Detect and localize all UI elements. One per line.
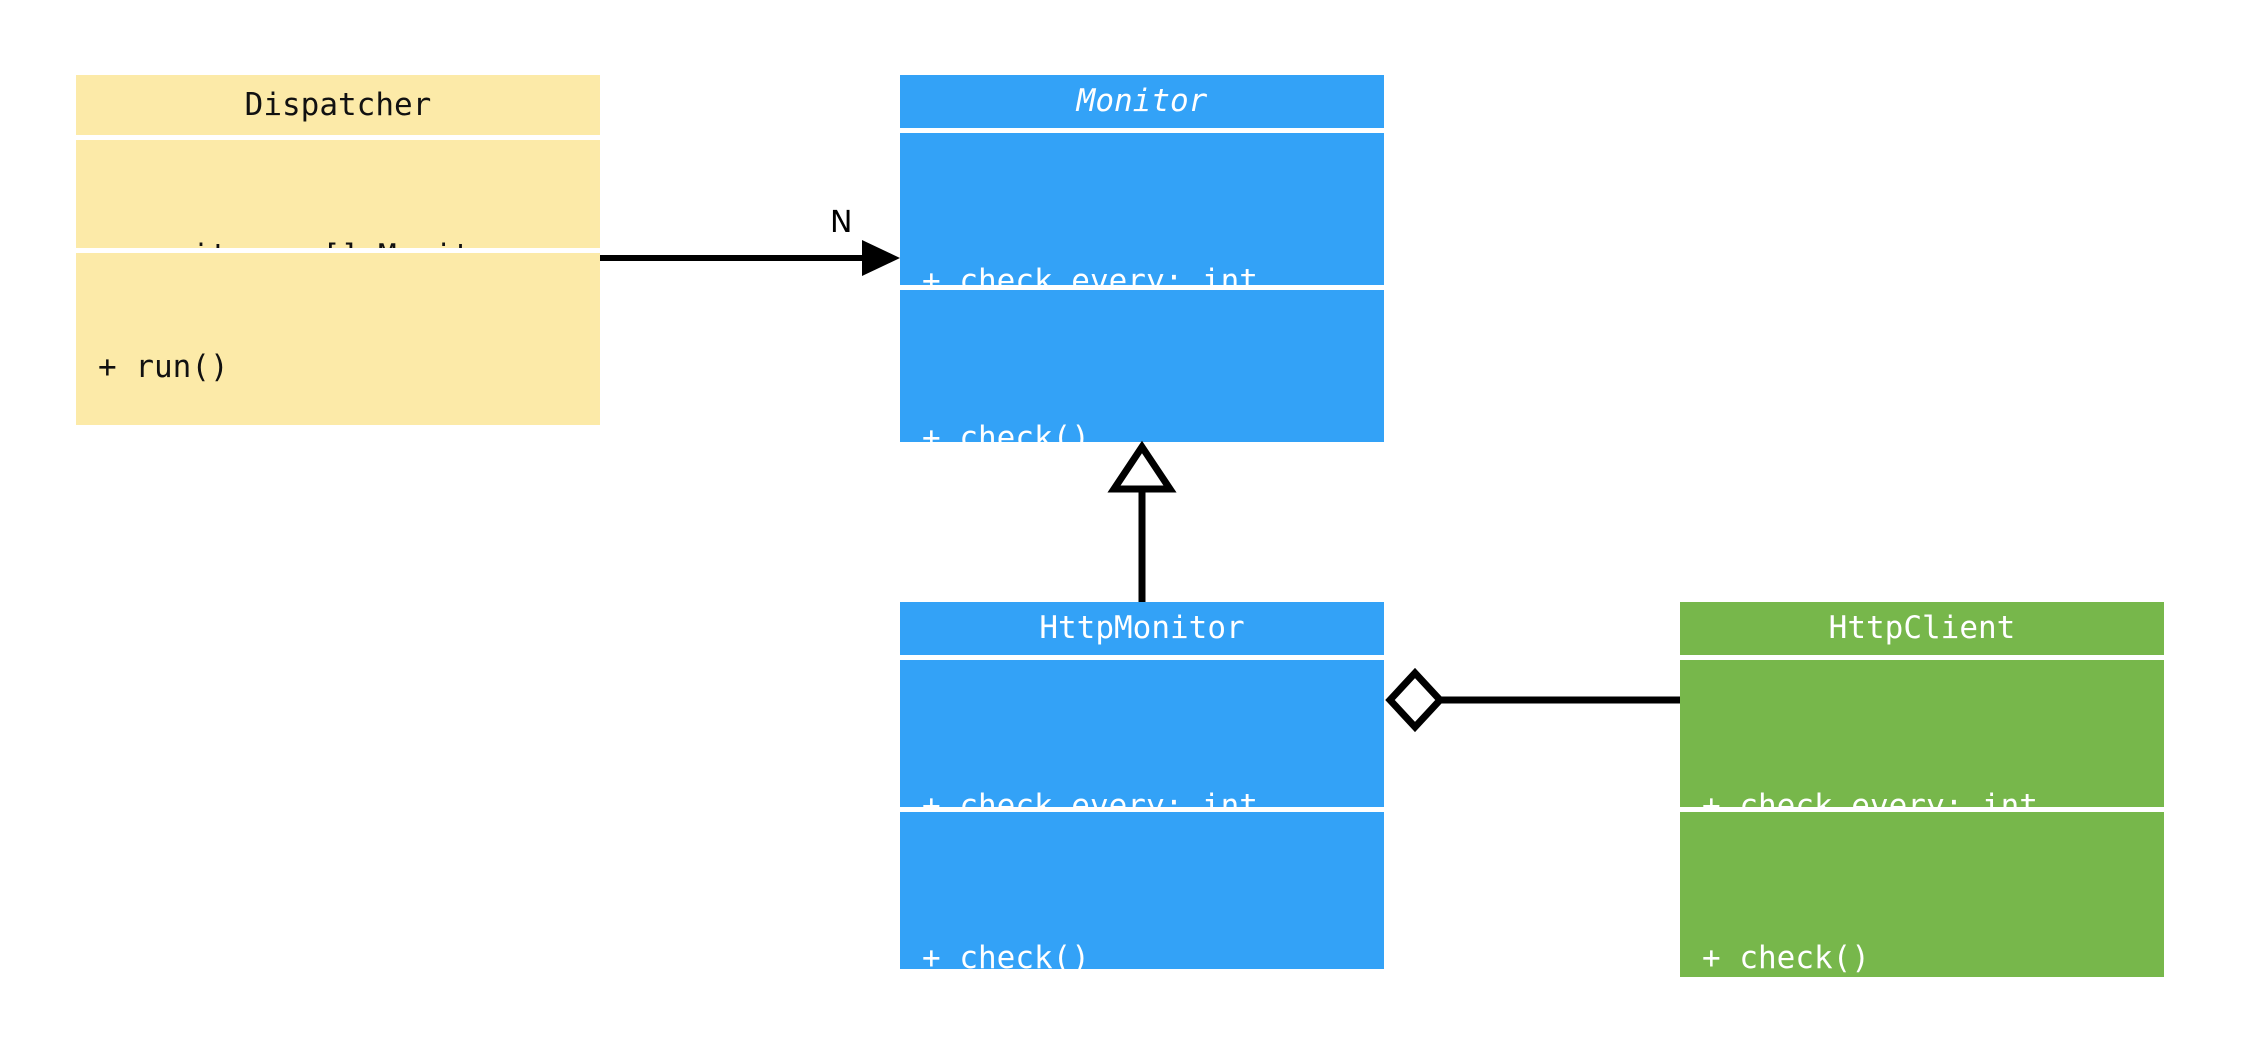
method-list: + run() + start() + stop() bbox=[76, 253, 600, 425]
method-row: + check() bbox=[922, 420, 1090, 443]
attribute-row: + monitors: [] Monitor bbox=[98, 240, 600, 249]
class-title-compartment: HttpMonitor bbox=[900, 602, 1384, 655]
attribute-list: + check_every: int bbox=[900, 133, 1384, 286]
method-row: + check() bbox=[1702, 940, 1870, 976]
attribute-list: + check_every: int bbox=[900, 660, 1384, 808]
class-title-compartment: HttpClient bbox=[1680, 602, 2164, 655]
uml-class-httpclient[interactable]: HttpClient + check_every: int + check() bbox=[1680, 602, 2164, 977]
method-row: + run() bbox=[98, 349, 229, 385]
attribute-row: + check_every: int bbox=[1702, 788, 2038, 808]
class-methods-compartment: + run() + start() + stop() bbox=[76, 253, 600, 425]
method-list: + check() bbox=[900, 812, 1384, 970]
method-list: + check() bbox=[900, 290, 1384, 443]
class-methods-compartment: + check() bbox=[1680, 812, 2164, 977]
class-title-compartment: Monitor bbox=[900, 75, 1384, 128]
attribute-row: + check_every: int bbox=[922, 788, 1258, 808]
relationship-httpmonitor-to-monitor bbox=[1107, 440, 1177, 602]
attribute-list: + check_every: int bbox=[1680, 660, 2164, 808]
class-methods-compartment: + check() bbox=[900, 812, 1384, 969]
class-attributes-compartment: + check_every: int bbox=[1680, 660, 2164, 807]
method-row: + check() bbox=[922, 940, 1090, 970]
uml-class-dispatcher[interactable]: Dispatcher + monitors: [] Monitor + run(… bbox=[76, 75, 600, 425]
class-title-compartment: Dispatcher bbox=[76, 75, 600, 135]
class-name-dispatcher: Dispatcher bbox=[244, 86, 432, 123]
class-methods-compartment: + check() bbox=[900, 290, 1384, 442]
filled-arrowhead-icon bbox=[862, 240, 900, 276]
class-attributes-compartment: + check_every: int bbox=[900, 133, 1384, 285]
hollow-diamond-icon bbox=[1385, 667, 1445, 733]
class-name-monitor: Monitor bbox=[1076, 83, 1208, 119]
hollow-triangle-icon bbox=[1107, 440, 1177, 493]
relationship-dispatcher-to-monitor bbox=[600, 240, 900, 276]
class-name-httpmonitor: HttpMonitor bbox=[1039, 610, 1245, 646]
attribute-row: + check_every: int bbox=[922, 263, 1258, 286]
multiplicity-label-n: N bbox=[830, 205, 853, 240]
method-list: + check() bbox=[1680, 812, 2164, 977]
class-name-httpclient: HttpClient bbox=[1828, 610, 2016, 646]
uml-class-monitor[interactable]: Monitor + check_every: int + check() bbox=[900, 75, 1384, 442]
class-attributes-compartment: + check_every: int bbox=[900, 660, 1384, 807]
class-attributes-compartment: + monitors: [] Monitor bbox=[76, 140, 600, 248]
uml-class-httpmonitor[interactable]: HttpMonitor + check_every: int + check() bbox=[900, 602, 1384, 969]
relationship-httpmonitor-to-httpclient bbox=[1385, 667, 1680, 733]
attribute-list: + monitors: [] Monitor bbox=[76, 140, 600, 249]
